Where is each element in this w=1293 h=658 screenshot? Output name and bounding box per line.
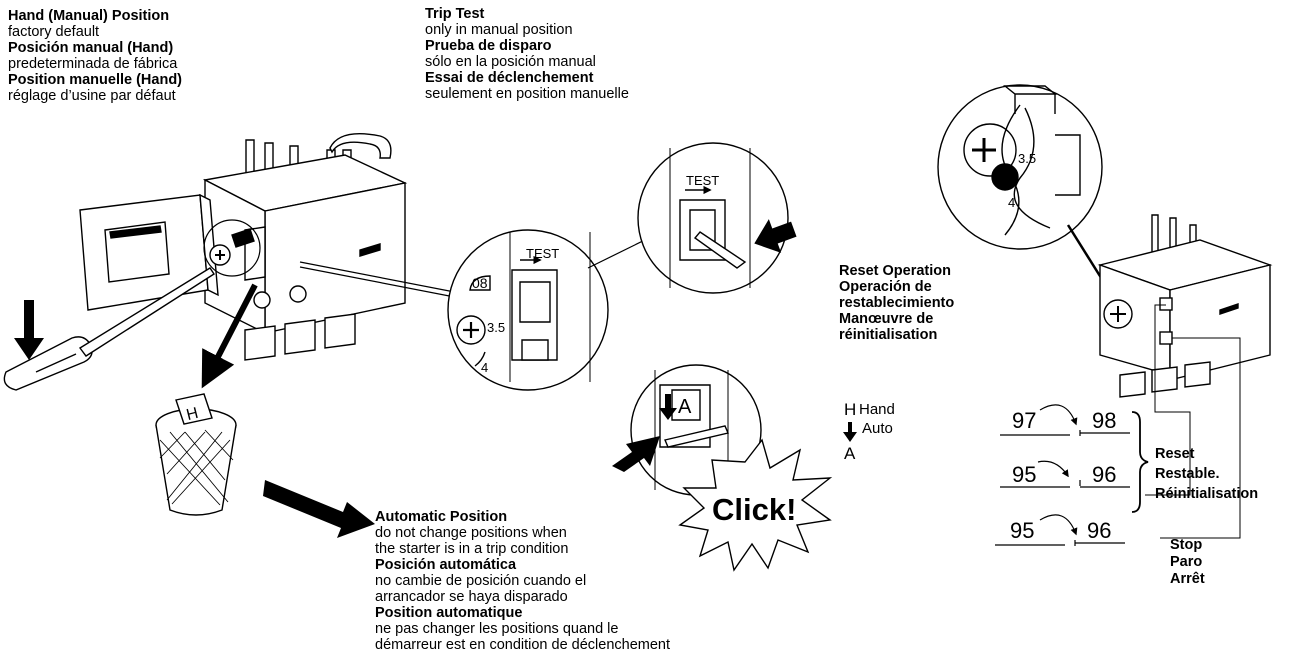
contact-98: 98: [1092, 408, 1116, 433]
reset-h-to-a-arrow: [843, 422, 857, 442]
contact-diagrams: [995, 404, 1149, 546]
bin-tag-letter: H: [185, 405, 200, 424]
contact-95-reset: 95: [1012, 462, 1036, 487]
stop-label-line: Stop: [1170, 537, 1203, 553]
waste-basket: [155, 393, 237, 516]
trip-test-text-line: seulement en position manuelle: [425, 86, 629, 102]
hand-position-text-line: Posición manual (Hand): [8, 40, 174, 56]
trip-test-text-line: Essai de déclenchement: [425, 70, 594, 86]
overload-relay-right: [1097, 214, 1273, 398]
click-label: Click!: [712, 492, 796, 527]
reset-auto-letter: A: [844, 444, 856, 463]
trip-test-text-line: sólo en la posición manual: [425, 54, 596, 70]
seal-dial-min: 4: [1008, 195, 1015, 210]
seal-zoom: [937, 84, 1103, 250]
trip-test-zoom: [447, 229, 609, 391]
push-arrow: [754, 219, 797, 253]
automatic-position-text-line: do not change positions when: [375, 525, 567, 541]
click-burst: [678, 438, 833, 572]
reset-operation-text-line: Reset Operation: [839, 263, 951, 279]
trip-test-dial-code: 08: [472, 275, 488, 291]
automatic-position-text-line: démarreur est en condition de déclenchem…: [375, 637, 671, 653]
contact-97: 97: [1012, 408, 1036, 433]
test-button-label-test: TEST: [686, 173, 719, 188]
reset-operation-text-line: Operación de: [839, 279, 932, 295]
automatic-position-text-line: arrancador se haya disparado: [375, 589, 568, 605]
arrow-to-automatic: [263, 480, 375, 538]
reset-leader: [1145, 304, 1191, 496]
reset-operation-text-line: Manœuvre de: [839, 311, 934, 327]
down-arrow-left: [14, 300, 44, 360]
stop-leader: [1160, 337, 1241, 539]
reset-auto-label: Auto: [862, 420, 893, 437]
trip-test-dial-value: 3.5: [487, 320, 505, 335]
automatic-position-text-line: no cambie de posición cuando el: [375, 573, 587, 589]
hand-position-text-line: Position manuelle (Hand): [8, 72, 183, 88]
automatic-position-text-line: Position automatique: [375, 605, 523, 621]
contact-95-stop: 95: [1010, 518, 1034, 543]
automatic-position-text-line: Posición automática: [375, 557, 517, 573]
arrow-to-bin: [201, 283, 258, 389]
stop-label-line: Arrêt: [1170, 571, 1205, 587]
reset-hand-letter: H: [844, 400, 856, 419]
trip-test-dial-min: 4: [481, 360, 488, 375]
seal-dial-value: 3.5: [1018, 151, 1036, 166]
hand-position-text-line: réglage d’usine par défaut: [8, 88, 176, 104]
reset-label-line: Reset: [1155, 446, 1195, 462]
automatic-position-text-line: ne pas changer les positions quand le: [375, 621, 619, 637]
trip-test-label-test: TEST: [526, 246, 559, 261]
trip-test-text-line: Prueba de disparo: [425, 38, 552, 54]
screwdriver-left: [3, 267, 215, 391]
auto-window-letter: A: [678, 396, 692, 418]
reset-operation-text-line: restablecimiento: [839, 295, 955, 311]
reset-label-line: Restable.: [1155, 466, 1220, 482]
contact-96-reset: 96: [1092, 462, 1116, 487]
overload-relay-left: [79, 133, 408, 361]
contact-96-stop: 96: [1087, 518, 1111, 543]
reset-operation-text-line: réinitialisation: [839, 327, 938, 343]
reset-label-line: Réinitialisation: [1155, 486, 1259, 502]
automatic-position-text-line: Automatic Position: [375, 509, 508, 525]
automatic-position-text-line: the starter is in a trip condition: [375, 541, 569, 557]
reset-hand-label: Hand: [859, 401, 895, 418]
hand-position-text-line: factory default: [8, 24, 100, 40]
trip-test-text-line: only in manual position: [425, 22, 573, 38]
arrow-to-click: [612, 436, 660, 472]
trip-test-text-line: Trip Test: [425, 6, 485, 22]
hand-position-text-line: Hand (Manual) Position: [8, 8, 170, 24]
test-button-zoom: [637, 142, 789, 294]
hand-position-text-line: predeterminada de fábrica: [8, 56, 178, 72]
stop-label-line: Paro: [1170, 554, 1203, 570]
auto-window-down-arrow: [659, 394, 677, 420]
